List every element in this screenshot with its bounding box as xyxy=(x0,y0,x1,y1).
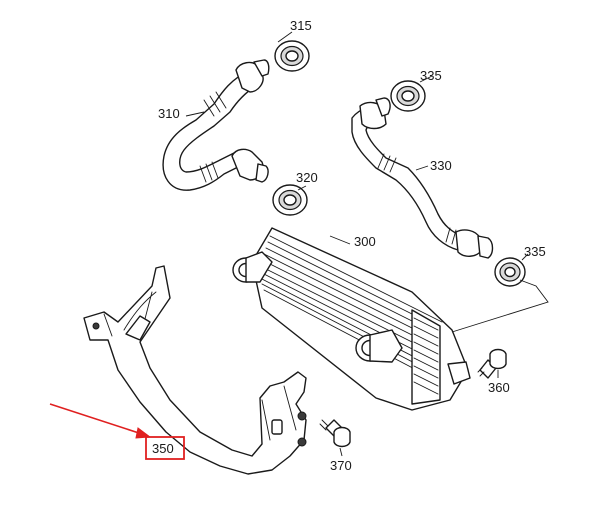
oil-line-310[interactable] xyxy=(162,59,270,191)
bolt-360[interactable] xyxy=(477,348,507,379)
seal-ring-335-lower[interactable] xyxy=(494,257,526,287)
bolt-370[interactable] xyxy=(319,419,351,448)
part-labels: 315 310 320 335 330 300 335 360 350 370 xyxy=(152,18,546,473)
bracket-350[interactable] xyxy=(83,265,307,475)
seal-ring-315[interactable] xyxy=(274,40,310,72)
seal-ring-335-upper[interactable] xyxy=(390,80,426,112)
label-335-upper: 335 xyxy=(420,68,442,83)
oil-line-330[interactable] xyxy=(351,97,494,259)
label-350[interactable]: 350 xyxy=(152,441,174,456)
label-310: 310 xyxy=(158,106,180,121)
label-370: 370 xyxy=(330,458,352,473)
label-360: 360 xyxy=(488,380,510,395)
oil-cooler-300[interactable] xyxy=(232,227,471,411)
highlight-box xyxy=(145,436,185,460)
label-330: 330 xyxy=(430,158,452,173)
label-315: 315 xyxy=(290,18,312,33)
label-335-lower: 335 xyxy=(524,244,546,259)
leader-lines xyxy=(185,31,549,457)
seal-ring-320[interactable] xyxy=(272,184,308,216)
label-300: 300 xyxy=(354,234,376,249)
highlight-pointer xyxy=(49,403,185,460)
label-320: 320 xyxy=(296,170,318,185)
